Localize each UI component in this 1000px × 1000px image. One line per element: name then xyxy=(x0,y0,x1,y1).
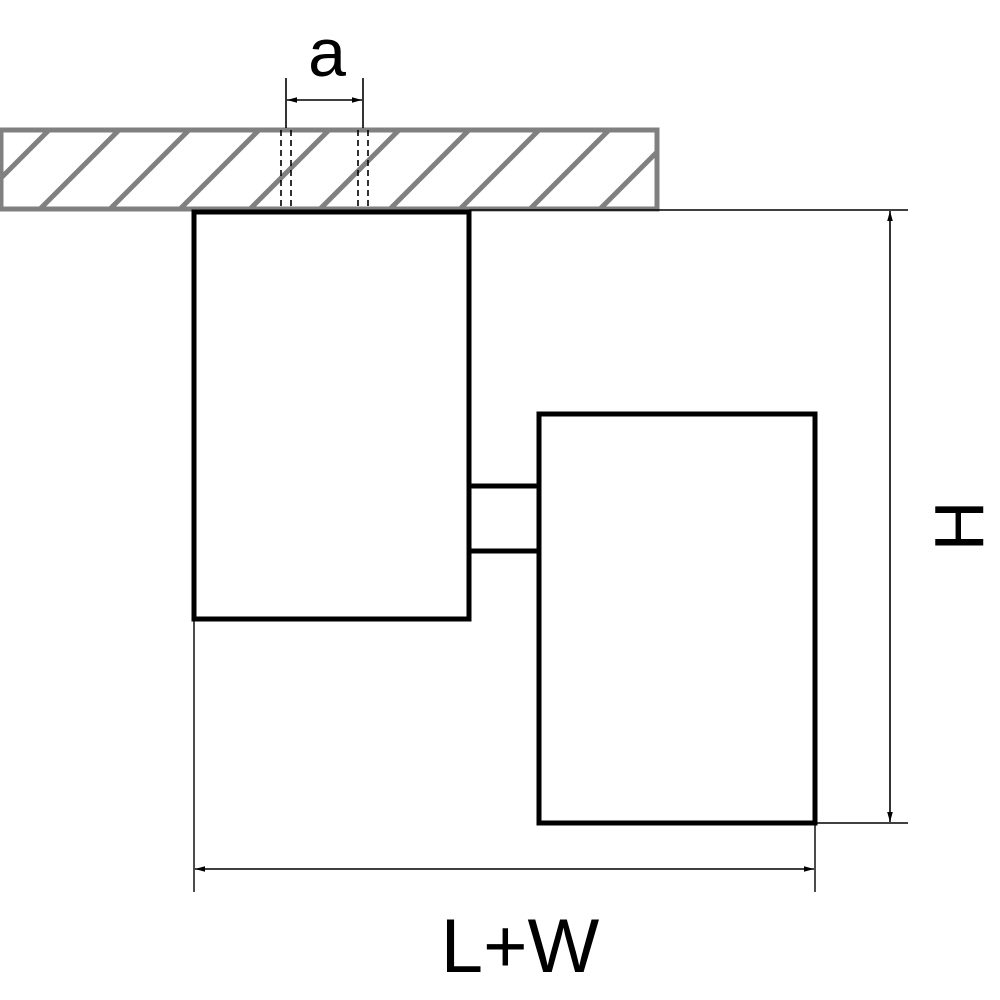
fixture-body xyxy=(191,209,818,826)
label-h: H xyxy=(920,501,998,552)
lamp-head xyxy=(536,411,818,826)
mounting-holes xyxy=(280,130,369,212)
dimension-a: a xyxy=(285,15,364,128)
dimension-h: H xyxy=(887,211,998,822)
ceiling-outline xyxy=(0,127,660,212)
dimension-lw: L+W xyxy=(195,866,814,989)
connector-arm xyxy=(466,483,542,554)
mount-box xyxy=(191,209,472,622)
label-lw: L+W xyxy=(441,904,600,989)
extension-lines xyxy=(193,209,908,892)
ceiling-hatching xyxy=(0,130,657,209)
label-a: a xyxy=(308,15,346,91)
ceiling-section xyxy=(0,127,660,212)
